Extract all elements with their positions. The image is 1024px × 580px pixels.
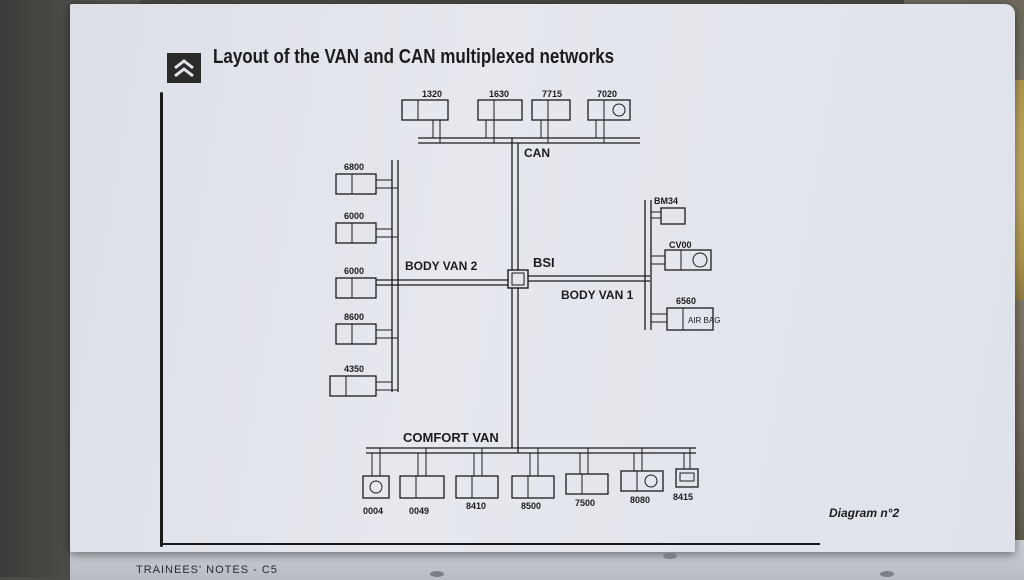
node-label: 4350	[344, 364, 364, 374]
binder-hole	[880, 571, 894, 577]
body-van-1-label: BODY VAN 1	[561, 288, 634, 302]
comfort-van-node-7500: 7500	[565, 448, 609, 508]
can-node-1320: 1320	[401, 89, 449, 143]
node-label: 8080	[630, 495, 650, 505]
body-van-2-label: BODY VAN 2	[405, 259, 478, 273]
binder-hole	[663, 553, 677, 559]
node-label: 7715	[542, 89, 562, 99]
comfort-van-label: COMFORT VAN	[403, 430, 499, 445]
can-node-7020: 7020	[587, 89, 631, 143]
can-node-1630: 1630	[477, 89, 523, 143]
node-label: 6000	[344, 211, 364, 221]
page-title: Layout of the VAN and CAN multiplexed ne…	[213, 46, 615, 68]
frame-line-bottom	[160, 543, 820, 545]
can-label: CAN	[524, 146, 550, 160]
body-van-2-node-6000-a: 6000	[335, 211, 398, 244]
airbag-label: AIR BAG	[688, 316, 720, 325]
footer-text: TRAINEES' NOTES - C5	[136, 564, 278, 576]
can-node-7715: 7715	[531, 89, 571, 143]
bsi-module-box	[507, 269, 529, 289]
diagram-caption: Diagram n°2	[829, 506, 900, 520]
comfort-van-node-0004: 0004	[362, 448, 390, 516]
node-label: 8600	[344, 312, 364, 322]
node-label: 7500	[575, 498, 595, 508]
comfort-van-node-8080: 8080	[620, 448, 664, 505]
node-label: 0049	[409, 506, 429, 516]
body-van-1-node-6560: 6560 AIR BAG	[651, 296, 720, 331]
comfort-van-node-8500: 8500	[511, 448, 555, 511]
binder-hole	[430, 571, 444, 577]
node-label: 0004	[363, 506, 383, 516]
node-label: 6560	[676, 296, 696, 306]
node-label: 8500	[521, 501, 541, 511]
comfort-van-node-8410: 8410	[455, 448, 499, 511]
node-label: BM34	[654, 196, 678, 206]
body-van-2-node-6000-b: 6000	[335, 266, 377, 299]
node-label: 7020	[597, 89, 617, 99]
bsi-label: BSI	[533, 255, 555, 270]
paper-page	[70, 4, 1015, 552]
body-van-1-node-cv00: CV00	[651, 240, 712, 271]
node-label: CV00	[669, 240, 692, 250]
node-label: 8410	[466, 501, 486, 511]
node-label: 6000	[344, 266, 364, 276]
chevron-logo-icon	[167, 53, 201, 83]
node-label: 8415	[673, 492, 693, 502]
body-van-2-node-8600: 8600	[335, 312, 398, 345]
comfort-van-node-8415: 8415	[673, 448, 699, 502]
body-van-2-node-6800: 6800	[335, 162, 398, 195]
body-van-2-node-4350: 4350	[329, 364, 398, 397]
node-label: 6800	[344, 162, 364, 172]
frame-line-left	[160, 92, 163, 547]
body-van-1-node-bm34: BM34	[651, 196, 686, 225]
comfort-van-node-0049: 0049	[399, 448, 445, 516]
node-label: 1630	[489, 89, 509, 99]
node-label: 1320	[422, 89, 442, 99]
